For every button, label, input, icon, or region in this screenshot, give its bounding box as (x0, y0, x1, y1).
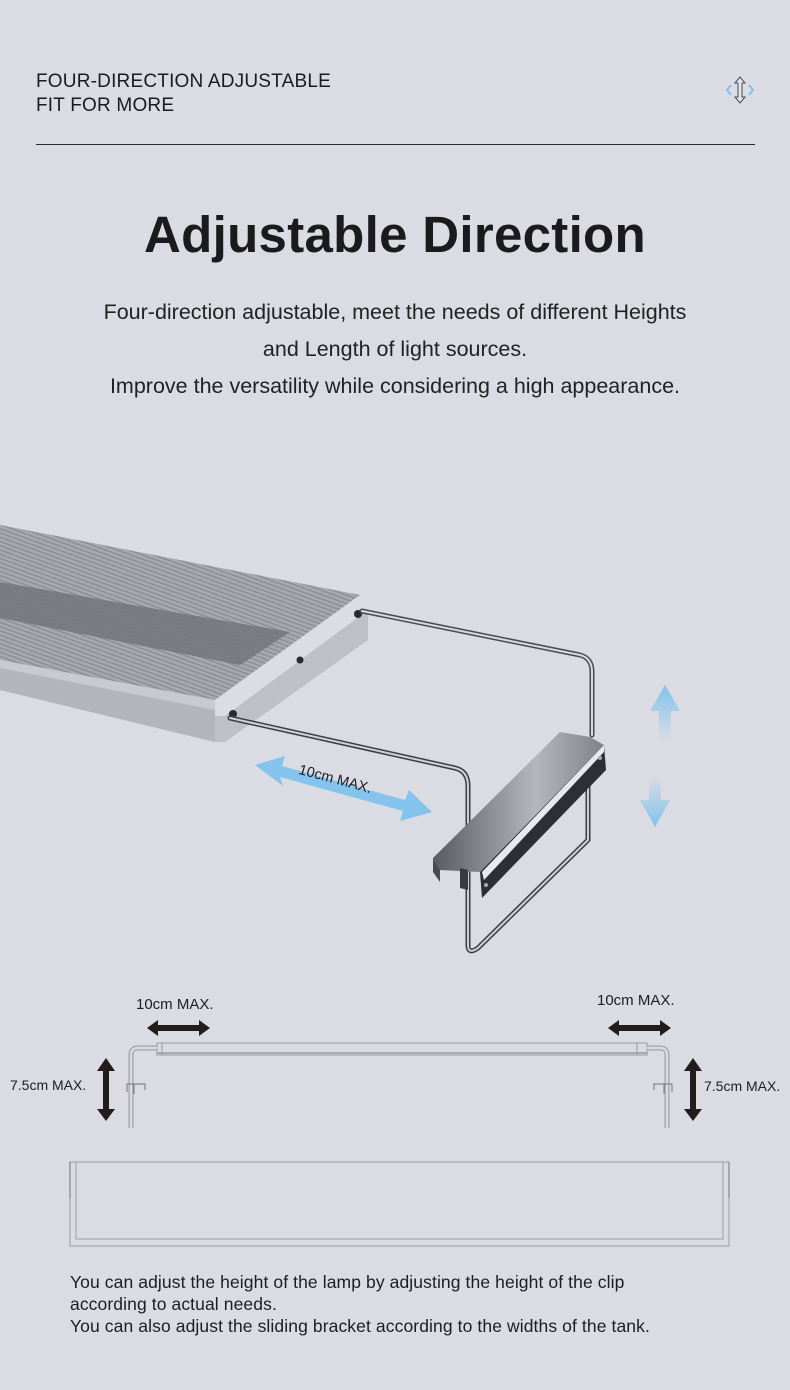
description-text: You can adjust the height of the lamp by… (70, 1271, 770, 1337)
kicker-line-1: FOUR-DIRECTION ADJUSTABLE (36, 71, 331, 92)
bracket-rods (227, 608, 595, 954)
description-line-1: You can adjust the height of the lamp by… (70, 1272, 625, 1292)
subtitle-line-3: Improve the versatility while considerin… (109, 374, 681, 398)
subtitle-line-1: Four-direction adjustable, meet the need… (103, 300, 687, 324)
right-height-label: 7.5cm MAX. (704, 1078, 781, 1094)
dimension-diagram-lines (69, 1020, 730, 1247)
horizontal-adjust-arrow: 10cm MAX. (255, 756, 432, 821)
left-width-label: 10cm MAX. (136, 996, 214, 1013)
product-render: 10cm MAX. (0, 525, 680, 954)
section-kicker: FOUR-DIRECTION ADJUSTABLE FIT FOR MORE (36, 70, 331, 118)
height-arrows (97, 1058, 702, 1121)
width-arrows (147, 1020, 671, 1036)
left-height-label: 7.5cm MAX. (10, 1077, 87, 1093)
page-title: Adjustable Direction (144, 206, 646, 263)
tank-outline (69, 1161, 730, 1247)
page-subtitle: Four-direction adjustable, meet the need… (0, 294, 790, 405)
description-line-3: You can also adjust the sliding bracket … (70, 1316, 650, 1336)
right-width-label: 10cm MAX. (597, 992, 675, 1009)
description-line-2: according to actual needs. (70, 1294, 277, 1314)
header-divider (36, 144, 755, 145)
four-direction-arrows-icon (725, 76, 755, 104)
vertical-adjust-arrows (640, 685, 680, 827)
dimension-diagram: 10cm MAX. 10cm MAX. 7.5cm MAX. 7.5cm MAX… (0, 980, 790, 1250)
subtitle-line-2: and Length of light sources. (262, 337, 528, 361)
tank-clip (433, 732, 606, 898)
kicker-line-2: FIT FOR MORE (36, 95, 175, 116)
lamp-body (0, 525, 368, 742)
